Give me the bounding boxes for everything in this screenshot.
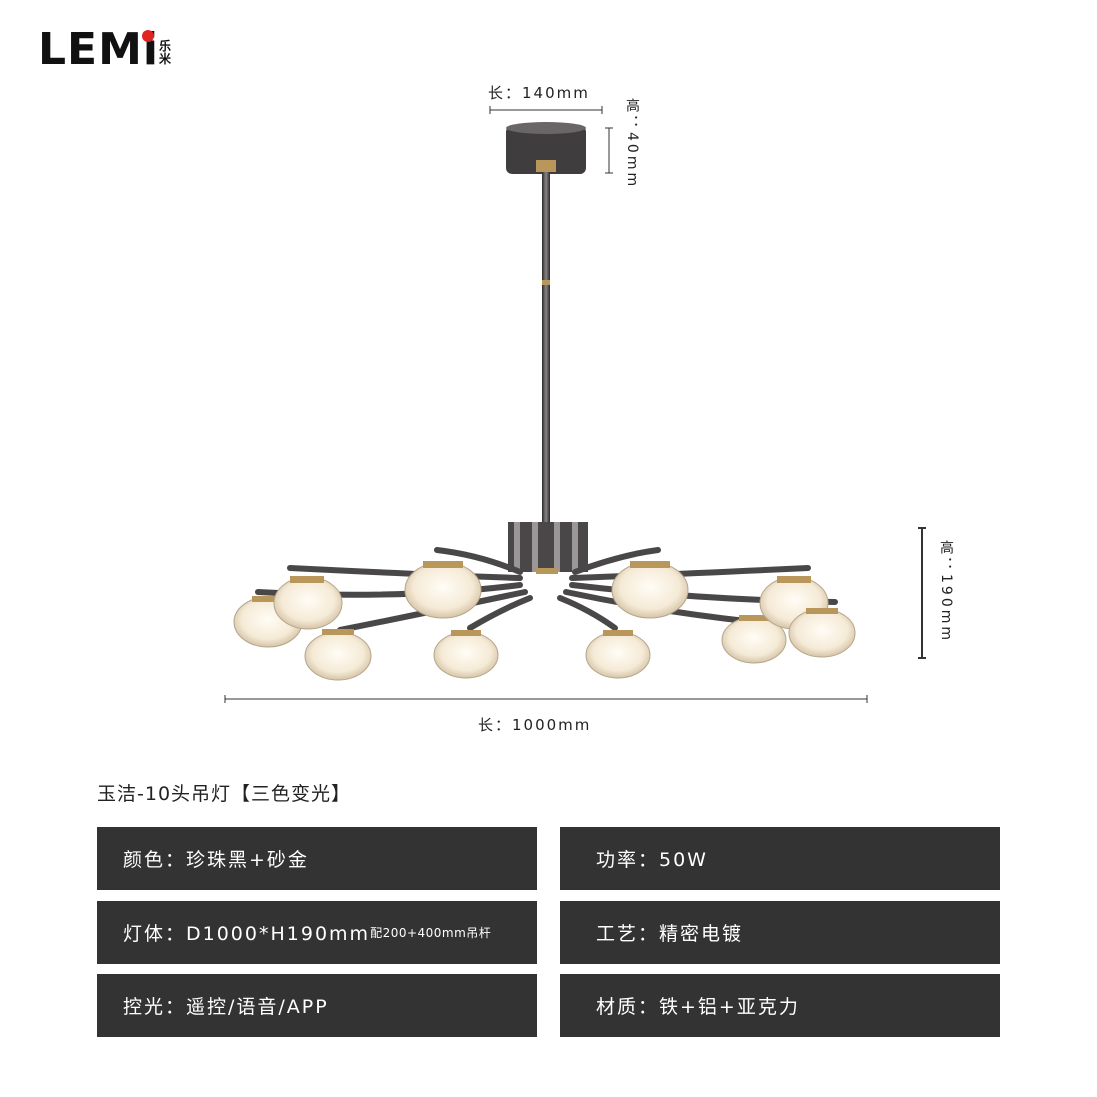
brand-cn-name: 乐米 <box>159 39 172 66</box>
spec-control: 控光：遥控/语音/APP <box>97 974 537 1037</box>
globe-3 <box>304 629 372 681</box>
spec-power: 功率：50W <box>560 827 1000 890</box>
spec-color-text: 颜色：珍珠黑+砂金 <box>123 849 309 871</box>
spec-color: 颜色：珍珠黑+砂金 <box>97 827 537 890</box>
globe-2 <box>273 576 343 630</box>
brand-wordmark: LEMi <box>38 24 159 75</box>
spec-material-text: 材质：铁+铝+亚克力 <box>596 996 800 1018</box>
spec-control-text: 控光：遥控/语音/APP <box>123 996 329 1018</box>
globe-6 <box>585 630 651 679</box>
globe-7 <box>611 561 689 619</box>
spec-body-note: 配200+400mm吊杆 <box>370 926 492 940</box>
lamp-height-label: 高：190mm <box>938 540 954 643</box>
brand-dot-icon <box>142 30 154 42</box>
brand-logo: LEMi 乐米 <box>38 26 178 78</box>
globe-4 <box>404 561 482 619</box>
globe-10 <box>788 608 856 658</box>
globe-5 <box>433 630 499 679</box>
center-hub <box>508 522 588 574</box>
spec-craft: 工艺：精密电镀 <box>560 901 1000 964</box>
ceiling-canopy <box>506 122 586 174</box>
canopy-length-label: 长：140mm <box>488 84 590 102</box>
suspension-rod <box>542 172 550 522</box>
spec-power-text: 功率：50W <box>596 849 708 871</box>
dimension-lines <box>224 106 926 703</box>
globe-8 <box>721 615 787 664</box>
spec-craft-text: 工艺：精密电镀 <box>596 923 744 945</box>
canopy-height-label: 高：40mm <box>624 98 640 190</box>
spec-material: 材质：铁+铝+亚克力 <box>560 974 1000 1037</box>
lamp-globes <box>233 561 856 681</box>
spec-body-text: 灯体：D1000*H190mm <box>123 923 371 945</box>
lamp-length-label: 长：1000mm <box>478 716 592 734</box>
product-title: 玉洁-10头吊灯【三色变光】 <box>97 783 352 805</box>
